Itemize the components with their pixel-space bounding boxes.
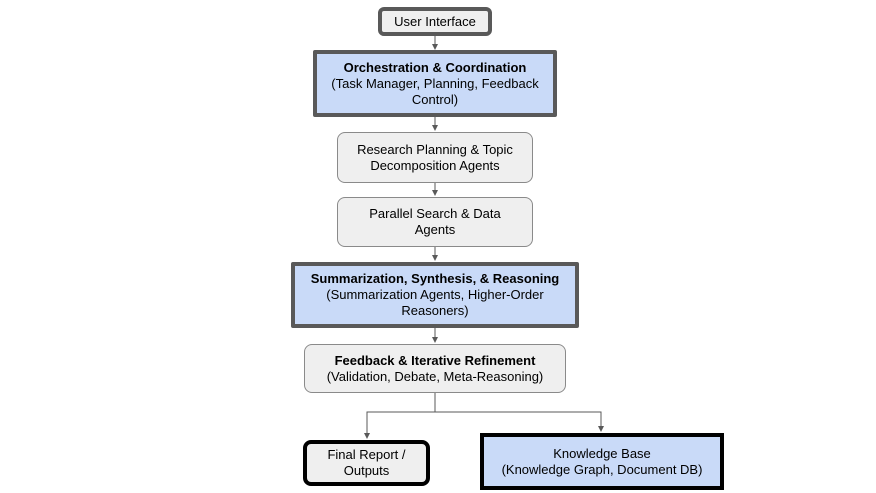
branch-line-right bbox=[435, 411, 604, 432]
summarization-node: Summarization, Synthesis, & Reasoning (S… bbox=[291, 262, 579, 328]
research-planning-line2: Decomposition Agents bbox=[370, 157, 500, 173]
knowledge-base-line1: Knowledge Base bbox=[553, 445, 651, 461]
parallel-search-line1: Parallel Search & Data bbox=[369, 206, 501, 221]
orchestration-title: Orchestration & Coordination bbox=[343, 59, 527, 75]
feedback-node: Feedback & Iterative Refinement (Validat… bbox=[304, 344, 566, 393]
orchestration-subtitle-line1: (Task Manager, Planning, Feedback bbox=[331, 75, 539, 91]
knowledge-base-node: Knowledge Base (Knowledge Graph, Documen… bbox=[480, 433, 724, 490]
final-report-node: Final Report / Outputs bbox=[303, 440, 430, 486]
feedback-subtitle: (Validation, Debate, Meta-Reasoning) bbox=[326, 368, 544, 384]
parallel-search-line2: Agents bbox=[414, 222, 456, 237]
parallel-search-node: Parallel Search & Data Agents bbox=[337, 197, 533, 247]
branch-line bbox=[364, 392, 436, 439]
user-interface-node: User Interface bbox=[378, 7, 492, 36]
orchestration-subtitle-line2: Control) bbox=[411, 91, 459, 107]
research-planning-node: Research Planning & Topic Decomposition … bbox=[337, 132, 533, 183]
summarization-title: Summarization, Synthesis, & Reasoning bbox=[310, 271, 560, 286]
feedback-title: Feedback & Iterative Refinement bbox=[334, 352, 536, 368]
research-planning-line1: Research Planning & Topic bbox=[357, 141, 513, 157]
final-report-line2: Outputs bbox=[343, 463, 390, 478]
summarization-subtitle-line2: Reasoners) bbox=[401, 303, 469, 318]
orchestration-node: Orchestration & Coordination (Task Manag… bbox=[313, 50, 557, 117]
summarization-subtitle-line1: (Summarization Agents, Higher-Order bbox=[326, 287, 544, 302]
knowledge-base-line2: (Knowledge Graph, Document DB) bbox=[501, 461, 703, 477]
user-interface-label: User Interface bbox=[394, 13, 476, 29]
final-report-line1: Final Report / bbox=[327, 447, 406, 462]
